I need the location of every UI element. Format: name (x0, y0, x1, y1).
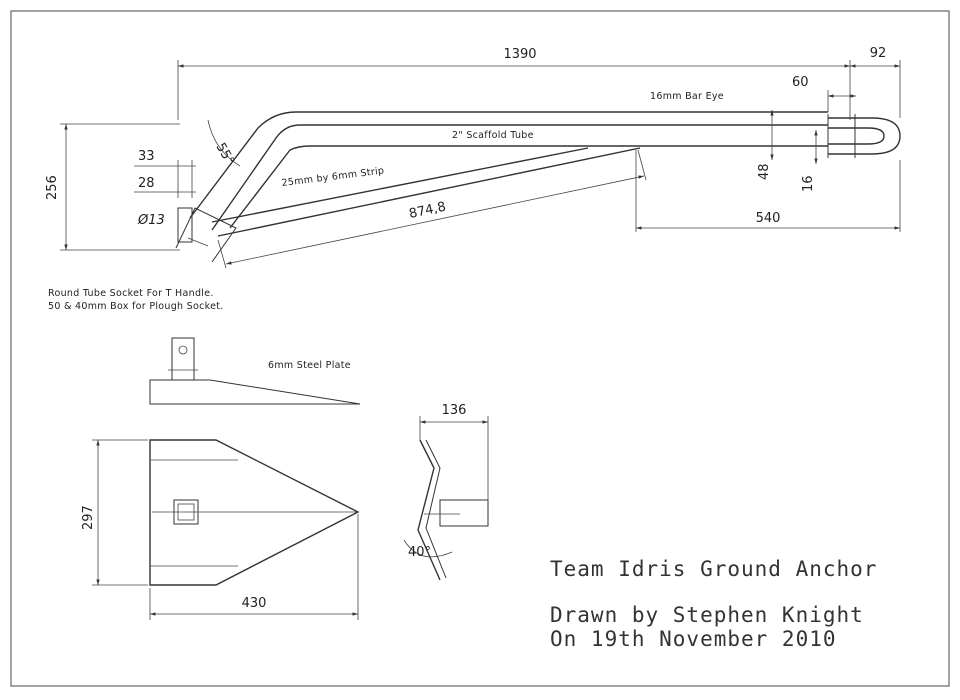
dim-height: 256 (45, 123, 180, 251)
socket-end (175, 207, 237, 263)
bar-eye-label: 16mm Bar Eye (650, 91, 724, 102)
socket-note-line2: 50 & 40mm Box for Plough Socket. (48, 301, 224, 312)
sheet-border (10, 10, 950, 687)
dim-brace-span: 540 (635, 150, 901, 232)
anchor-bar-elevation (175, 111, 901, 263)
dim-540-label: 540 (756, 211, 781, 226)
drawing-title: Team Idris Ground Anchor (550, 557, 877, 581)
dim-plate-width: 297 (81, 439, 148, 586)
plate-top-view (149, 439, 360, 586)
dim-33-label: 33 (138, 149, 155, 164)
scaffold-tube-inner (229, 145, 828, 229)
drawn-by: Drawn by Stephen Knight (550, 603, 864, 627)
bend-angle: 55° (207, 119, 241, 168)
dim-overall-length: 1390 (177, 47, 851, 120)
bar-eye-weld (827, 114, 856, 158)
dim-136-label: 136 (442, 403, 467, 418)
dim-48-label: 48 (757, 163, 772, 180)
dim-plate-length: 430 (149, 514, 359, 620)
plate-side-view (149, 337, 361, 405)
dim-28-label: 28 (138, 176, 155, 191)
dim-297-label: 297 (81, 505, 96, 530)
dim-1390-label: 1390 (503, 47, 536, 62)
dim-brace-length: 874,8 (217, 149, 647, 269)
strip-label: 25mm by 6mm Strip (281, 165, 385, 189)
scaffold-tube-top (211, 124, 828, 231)
dim-55-label: 55° (213, 141, 238, 168)
drawing-date: On 19th November 2010 (550, 627, 837, 651)
dim-40-label: 40° (408, 545, 431, 560)
dim-tube-width: 48 (757, 110, 774, 180)
socket-plug (187, 237, 209, 247)
socket-note-line1: Round Tube Socket For T Handle. (48, 288, 214, 299)
dim-side-view-width: 136 (419, 403, 489, 500)
dim-socket: 33 28 Ø13 (134, 149, 196, 243)
dim-60-label: 60 (792, 75, 809, 90)
dim-eye-depth: 60 (792, 75, 856, 112)
bar-eye (828, 117, 901, 155)
scaffold-tube-bottom (189, 111, 828, 219)
plate-angle-view (403, 439, 489, 581)
dim-430-label: 430 (242, 596, 267, 611)
scaffold-tube-label: 2" Scaffold Tube (452, 130, 534, 141)
dim-16-label: 16 (801, 175, 816, 192)
dim-eye-overhang: 92 (850, 46, 901, 118)
strip-brace-upper (211, 147, 589, 223)
dim-eye-gap: 16 (801, 130, 818, 192)
dim-92-label: 92 (870, 46, 887, 61)
bar-eye-inner (828, 127, 885, 145)
dim-256-label: 256 (45, 175, 60, 200)
steel-plate-label: 6mm Steel Plate (268, 360, 351, 371)
dim-hole-label: Ø13 (137, 213, 165, 228)
